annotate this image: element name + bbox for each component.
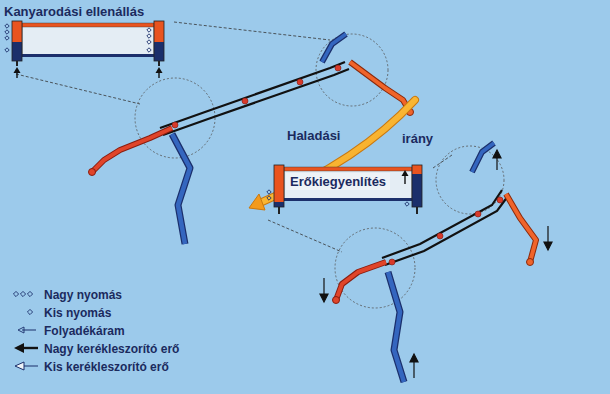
leader-lines <box>16 22 452 252</box>
legend-item: Kis kerékleszorító erő <box>8 357 169 374</box>
legend-text: Folyadékáram <box>44 324 125 338</box>
inset-panel: Kanyarodási ellenállás <box>2 2 174 82</box>
legend-symbol <box>8 303 42 320</box>
inset-panel: Erőkiegyenlítés <box>264 164 432 226</box>
panel-title: Erőkiegyenlítés <box>286 173 390 190</box>
legend-symbol <box>8 357 42 374</box>
legend-item: Nagy kerékleszorító erő <box>8 339 179 356</box>
direction-label: irány <box>402 131 433 146</box>
legend-text: Nagy nyomás <box>44 288 122 302</box>
legend-item: Kis nyomás <box>8 303 111 320</box>
legend-symbol <box>8 285 42 302</box>
direction-label: Haladási <box>287 128 340 143</box>
legend-symbol <box>8 321 42 338</box>
legend-item: Nagy nyomás <box>8 285 122 302</box>
panel-title: Kanyarodási ellenállás <box>4 4 144 19</box>
cylinder-schematic <box>2 20 174 82</box>
front-axle <box>89 34 414 244</box>
legend-text: Kis nyomás <box>44 306 111 320</box>
direction-arrow <box>249 100 415 210</box>
legend-text: Nagy kerékleszorító erő <box>44 342 179 356</box>
legend-text: Kis kerékleszorító erő <box>44 360 169 374</box>
legend-item: Folyadékáram <box>8 321 125 338</box>
legend-symbol <box>8 339 42 356</box>
